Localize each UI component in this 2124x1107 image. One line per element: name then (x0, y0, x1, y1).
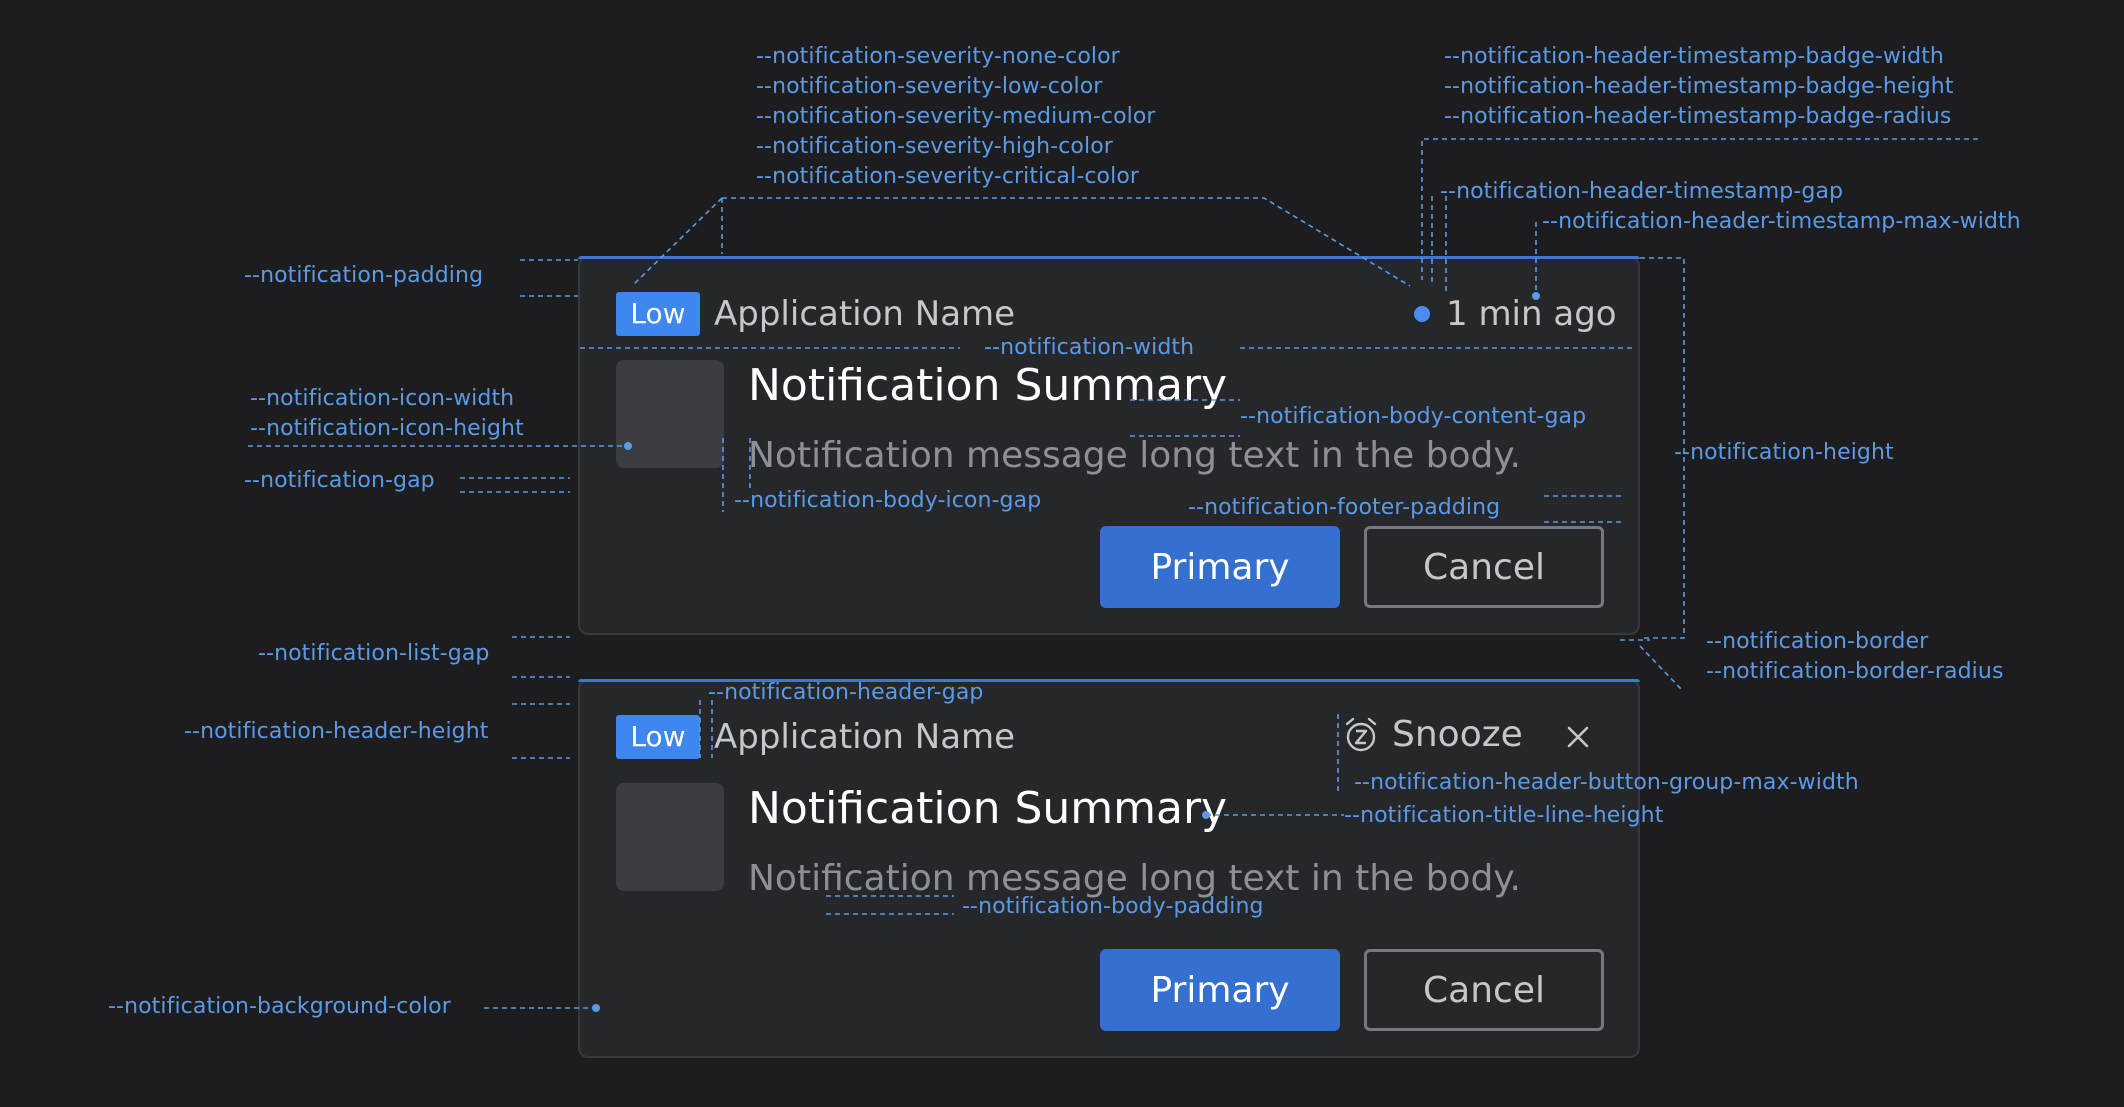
annotation-severity-none: --notification-severity-none-color (756, 44, 1120, 69)
annotation-icon-width: --notification-icon-width (250, 386, 515, 411)
snooze-label: Snooze (1392, 714, 1523, 755)
annotation-timestamp-max-width: --notification-header-timestamp-max-widt… (1542, 209, 2021, 234)
annotation-list-gap: --notification-list-gap (258, 641, 490, 666)
annotation-title-line-height: --notification-title-line-height (1344, 803, 1664, 828)
annotation-padding: --notification-padding (244, 263, 484, 288)
notification-title: Notification Summary (748, 360, 1228, 411)
notification-card-snooze: Low Application Name Snooze Notification… (578, 679, 1640, 1058)
annotation-header-gap: --notification-header-gap (708, 680, 984, 705)
annotation-severity-low: --notification-severity-low-color (756, 74, 1103, 99)
annotation-timestamp-badge-width: --notification-header-timestamp-badge-wi… (1444, 44, 1944, 69)
annotation-height: --notification-height (1674, 440, 1894, 465)
annotation-border-radius: --notification-border-radius (1706, 659, 2004, 684)
app-icon (616, 360, 724, 468)
cancel-button[interactable]: Cancel (1364, 949, 1604, 1031)
annotation-icon-height: --notification-icon-height (250, 416, 524, 441)
annotation-footer-padding: --notification-footer-padding (1188, 495, 1501, 520)
annotation-severity-high: --notification-severity-high-color (756, 134, 1113, 159)
app-icon (616, 783, 724, 891)
annotation-background-color: --notification-background-color (108, 994, 451, 1019)
app-name: Application Name (714, 717, 1016, 757)
annotation-severity-medium: --notification-severity-medium-color (756, 104, 1156, 129)
app-name: Application Name (714, 294, 1016, 334)
close-icon[interactable] (1564, 723, 1592, 751)
annotation-body-content-gap: --notification-body-content-gap (1240, 404, 1587, 429)
annotation-body-padding: --notification-body-padding (962, 894, 1264, 919)
timestamp: 1 min ago (1446, 294, 1617, 334)
notification-title: Notification Summary (748, 783, 1228, 834)
notification-message: Notification message long text in the bo… (748, 435, 1521, 476)
annotation-timestamp-badge-radius: --notification-header-timestamp-badge-ra… (1444, 104, 1952, 129)
annotation-header-height: --notification-header-height (184, 719, 489, 744)
annotation-width: --notification-width (984, 335, 1195, 360)
alarm-clock-z-icon (1345, 717, 1377, 752)
primary-button[interactable]: Primary (1100, 526, 1340, 608)
annotation-border: --notification-border (1706, 629, 1929, 654)
annotation-severity-critical: --notification-severity-critical-color (756, 164, 1140, 189)
notification-message: Notification message long text in the bo… (748, 858, 1521, 899)
annotation-gap: --notification-gap (244, 468, 435, 493)
severity-badge: Low (616, 292, 700, 336)
severity-badge: Low (616, 715, 700, 759)
annotation-timestamp-gap: --notification-header-timestamp-gap (1440, 179, 1844, 204)
cancel-button[interactable]: Cancel (1364, 526, 1604, 608)
annotation-timestamp-badge-height: --notification-header-timestamp-badge-he… (1444, 74, 1954, 99)
annotation-body-icon-gap: --notification-body-icon-gap (734, 488, 1042, 513)
snooze-button[interactable]: Snooze (1342, 713, 1523, 757)
annotation-header-button-group-max-width: --notification-header-button-group-max-w… (1354, 770, 1859, 795)
notification-card-timestamp: Low Application Name 1 min ago Notificat… (578, 256, 1640, 635)
primary-button[interactable]: Primary (1100, 949, 1340, 1031)
unread-dot-icon (1414, 306, 1430, 322)
